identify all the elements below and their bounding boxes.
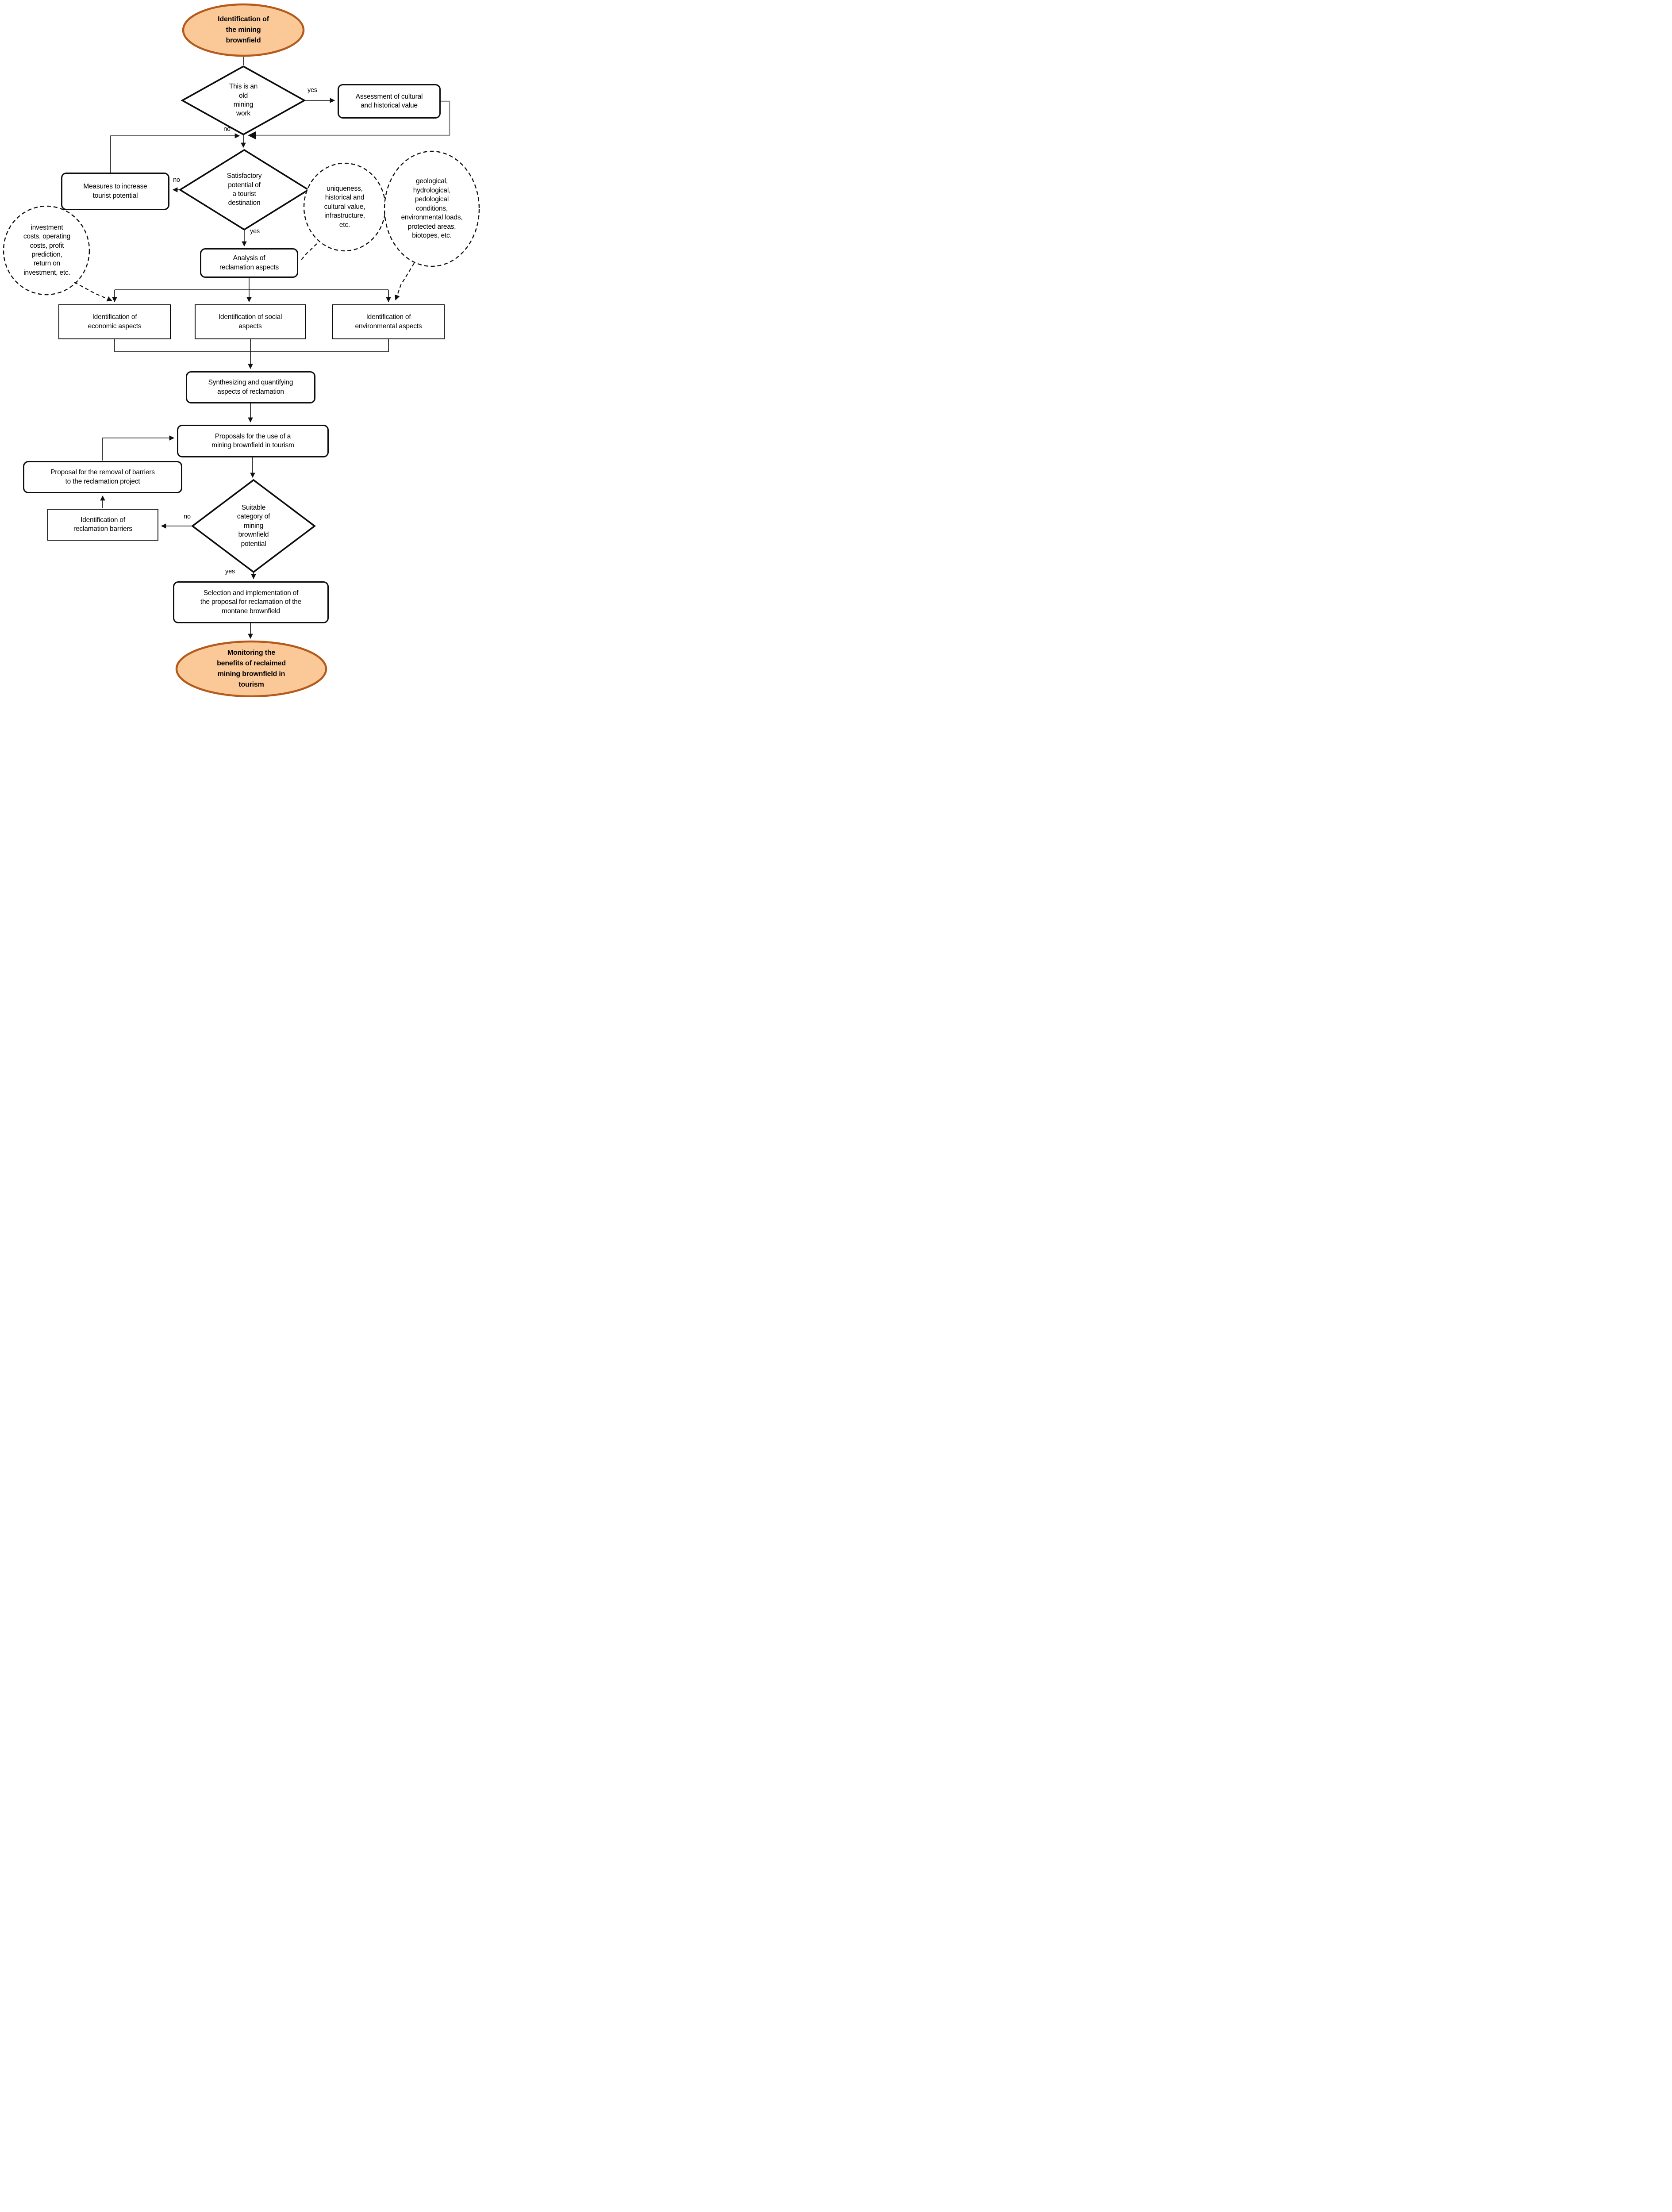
speech-bubble-tourist-label: uniqueness, historical and cultural valu… (324, 184, 365, 229)
decision-old-mining-label: This is an old mining work (229, 83, 258, 118)
process-social-box: Identification of social aspects (195, 304, 306, 339)
start-terminator-label: Identification of the mining brownfield (218, 15, 269, 44)
speech-bubble-economic-shape (3, 205, 90, 296)
edge-label-no-category: no (184, 513, 191, 520)
end-terminator-shape (175, 640, 327, 697)
process-measures-label: Measures to increase tourist potential (83, 183, 147, 200)
flowchart-canvas: Identification of the mining brownfield … (0, 0, 481, 697)
edge-label-yes-potential: yes (250, 228, 260, 235)
process-measures-box: Measures to increase tourist potential (61, 173, 169, 210)
process-assessment-label: Assessment of cultural and historical va… (355, 92, 423, 109)
process-removal-label: Proposal for the removal of barriers to … (50, 469, 155, 485)
speech-bubble-environmental-label: geological, hydrological, pedological co… (401, 177, 463, 240)
decision-category-label: Suitable category of mining brownfield p… (237, 503, 270, 548)
edge-measures-loop (110, 133, 240, 173)
speech-bubble-environmental-shape (384, 150, 480, 267)
process-selection-box: Selection and implementation of the prop… (173, 581, 329, 623)
process-synthesizing-box: Synthesizing and quantifying aspects of … (186, 371, 315, 403)
connector-layer (3, 3, 480, 697)
edge-label-yes-old-mining: yes (307, 87, 317, 94)
process-environmental-label: Identification of environmental aspects (355, 313, 422, 330)
process-removal-box: Proposal for the removal of barriers to … (23, 461, 182, 493)
process-assessment-box: Assessment of cultural and historical va… (338, 84, 441, 119)
process-selection-label: Selection and implementation of the prop… (200, 589, 302, 615)
process-proposals-label: Proposals for the use of a mining brownf… (211, 432, 294, 449)
edge-label-no-old-mining: no (223, 126, 231, 133)
process-synthesizing-label: Synthesizing and quantifying aspects of … (208, 379, 293, 396)
decision-potential-label: Satisfactory potential of a tourist dest… (227, 172, 262, 207)
speech-bubble-economic-tail (74, 282, 113, 302)
end-terminator-label: Monitoring the benefits of reclaimed min… (217, 649, 286, 688)
process-proposals-box: Proposals for the use of a mining brownf… (177, 425, 329, 457)
decision-potential-shape (178, 149, 310, 231)
process-analysis-label: Analysis of reclamation aspects (219, 254, 279, 271)
decision-category-shape (191, 479, 316, 573)
process-barriers-label: Identification of reclamation barriers (73, 516, 132, 533)
process-analysis-box: Analysis of reclamation aspects (200, 248, 298, 278)
process-environmental-box: Identification of environmental aspects (332, 304, 445, 339)
process-social-label: Identification of social aspects (218, 313, 282, 330)
speech-bubble-tourist-tail (300, 243, 317, 262)
decision-old-mining-shape (181, 65, 306, 136)
edge-label-yes-category: yes (225, 568, 235, 575)
edge-assessment-return (248, 100, 450, 140)
edge-removal-to-proposals (102, 435, 175, 461)
speech-bubble-economic-label: investment costs, operating costs, profi… (23, 223, 71, 276)
speech-bubble-environmental-tail (394, 263, 415, 301)
start-terminator-shape (182, 3, 305, 57)
process-economic-label: Identification of economic aspects (88, 313, 142, 330)
process-barriers-box: Identification of reclamation barriers (47, 509, 158, 541)
process-economic-box: Identification of economic aspects (58, 304, 171, 339)
edge-label-no-potential: no (173, 177, 180, 184)
